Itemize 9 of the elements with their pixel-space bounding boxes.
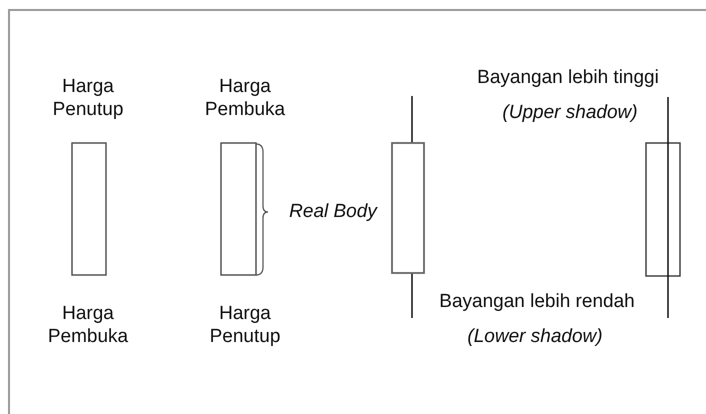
price-label: Harga Pembuka — [46, 302, 130, 348]
shadow-label: (Upper shadow) — [501, 101, 639, 124]
price-label: Harga Pembuka — [204, 75, 286, 121]
price-label: Harga Penutup — [52, 75, 124, 121]
body-label: Real Body — [288, 200, 379, 223]
shadow-label: Bayangan lebih tinggi — [476, 66, 660, 89]
shadow-label: Bayangan lebih rendah — [438, 290, 636, 313]
shadow-label: (Lower shadow) — [466, 325, 604, 348]
price-label: Harga Penutup — [208, 302, 282, 348]
